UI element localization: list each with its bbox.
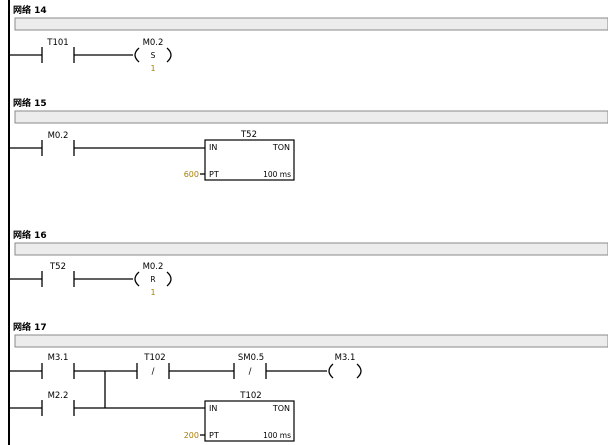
timer-unit: 100 ms <box>263 170 291 179</box>
negation-slash: / <box>249 367 252 377</box>
coil-count: 1 <box>150 288 155 297</box>
contact-no[interactable] <box>41 363 75 379</box>
contact-address: M3.1 <box>48 353 69 363</box>
timer-preset: 600 <box>184 170 199 179</box>
contact-address: SM0.5 <box>238 353 264 363</box>
timer-type: TON <box>272 404 290 413</box>
network-14[interactable]: 网络 14 T101 M0.2 S 1 <box>9 4 608 73</box>
timer-unit: 100 ms <box>263 431 291 440</box>
coil-output[interactable] <box>328 363 362 379</box>
coil-reset[interactable] <box>134 271 172 287</box>
coil-type-letter: S <box>151 51 156 60</box>
network-17[interactable]: 网络 17 M3.1 / T102 / SM0.5 M3.1 <box>9 321 608 442</box>
contact-address: M2.2 <box>48 391 69 401</box>
contact-address: T52 <box>49 262 66 272</box>
contact-no[interactable] <box>41 400 75 416</box>
network-comment-bar[interactable] <box>14 17 608 31</box>
coil-count: 1 <box>150 64 155 73</box>
timer-type: TON <box>272 143 290 152</box>
timer-box[interactable] <box>204 400 295 442</box>
network-15[interactable]: 网络 15 M0.2 T52 IN TON PT 100 ms 600 <box>9 97 608 181</box>
coil-address: M3.1 <box>335 353 356 363</box>
network-title: 网络 16 <box>13 229 47 241</box>
timer-name: T102 <box>239 391 261 401</box>
network-title: 网络 15 <box>13 97 47 109</box>
contact-address: T102 <box>143 353 165 363</box>
contact-address: M0.2 <box>48 131 69 141</box>
coil-set[interactable] <box>134 47 172 63</box>
timer-in-label: IN <box>209 143 217 152</box>
coil-type-letter: R <box>150 275 155 284</box>
coil-address: M0.2 <box>143 262 164 272</box>
contact-no[interactable] <box>41 271 75 287</box>
timer-preset: 200 <box>184 431 199 440</box>
contact-no[interactable] <box>41 140 75 156</box>
network-comment-bar[interactable] <box>14 334 608 348</box>
network-16[interactable]: 网络 16 T52 M0.2 R 1 <box>9 229 608 297</box>
negation-slash: / <box>152 367 155 377</box>
coil-address: M0.2 <box>143 38 164 48</box>
contact-address: T101 <box>46 38 68 48</box>
timer-pt-label: PT <box>209 170 219 179</box>
network-comment-bar[interactable] <box>14 242 608 256</box>
timer-box[interactable] <box>204 139 295 181</box>
timer-in-label: IN <box>209 404 217 413</box>
network-title: 网络 14 <box>13 4 47 16</box>
contact-no[interactable] <box>41 47 75 63</box>
timer-pt-label: PT <box>209 431 219 440</box>
network-title: 网络 17 <box>13 321 47 333</box>
network-comment-bar[interactable] <box>14 110 608 124</box>
timer-name: T52 <box>240 130 257 140</box>
